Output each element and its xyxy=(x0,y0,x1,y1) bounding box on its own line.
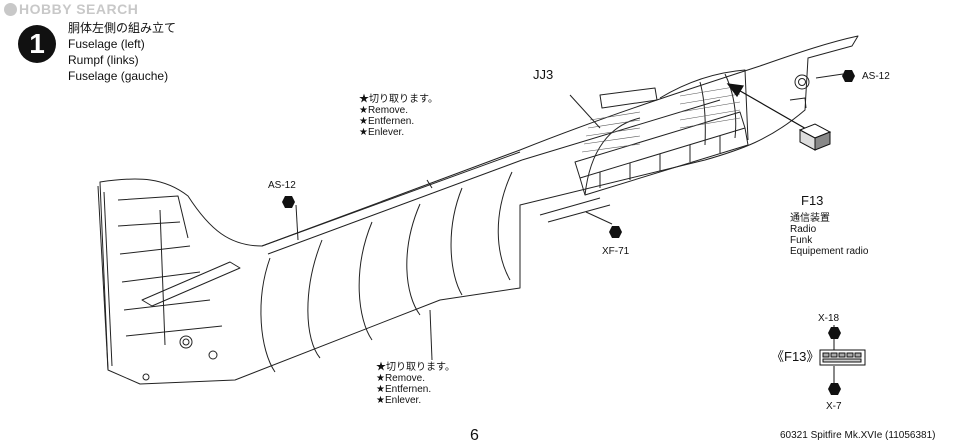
part-label-f13: F13 xyxy=(801,193,824,208)
f13-description: 通信装置 Radio Funk Equipement radio xyxy=(790,213,869,257)
cut-callout-upper: ★切り取ります。 ★Remove. ★Entfernen. ★Enlever. xyxy=(359,94,438,138)
part-label-x7: X-7 xyxy=(826,401,842,412)
step-number-badge: 1 xyxy=(18,25,56,63)
f13-detail-label: 《F13》 xyxy=(771,349,820,364)
step-title: 胴体左側の組み立て Fuselage (left) Rumpf (links) … xyxy=(68,21,177,83)
logo-mark-icon xyxy=(4,3,17,16)
part-label-as12-right: AS-12 xyxy=(862,71,890,82)
part-label-x18: X-18 xyxy=(818,313,840,324)
cut-callout-lower: ★切り取ります。 ★Remove. ★Entfernen. ★Enlever. xyxy=(376,362,455,406)
page-number: 6 xyxy=(470,427,479,444)
part-label-xf71: XF-71 xyxy=(602,246,630,257)
part-label-as12-left: AS-12 xyxy=(268,180,296,191)
part-label-jj3: JJ3 xyxy=(533,67,554,82)
footer-code: 60321 Spitfire Mk.XVIe (11056381) xyxy=(780,430,936,441)
watermark-logo: HOBBY SEARCH xyxy=(4,1,138,17)
